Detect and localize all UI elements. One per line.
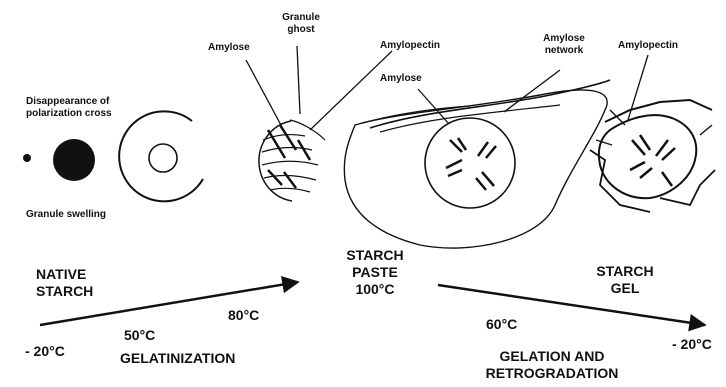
gel-network-outline [599, 115, 696, 198]
granule-swelling-sequence [23, 111, 203, 201]
native-line2: STARCH [36, 283, 93, 300]
swelling-granule-solid [53, 139, 95, 181]
paste-line2: PASTE [335, 264, 415, 281]
amylose-strand-long [370, 80, 610, 128]
temp-80c: 80°C [228, 307, 259, 324]
amylose-network-label: Amylose network [534, 33, 594, 57]
granule-ghost-line2: ghost [276, 24, 326, 36]
paste-granule-circle [425, 118, 515, 208]
temp-60c: 60°C [486, 316, 517, 333]
starch-gel-label: STARCH GEL [580, 263, 670, 297]
granule-ghost-label: Granule ghost [276, 12, 326, 36]
starch-gel-network [590, 100, 715, 212]
amylopectin-right-label: Amylopectin [618, 40, 678, 52]
gelatinization-label: GELATINIZATION [120, 350, 235, 367]
temp-minus20-right: - 20°C [672, 336, 712, 353]
native-starch-label: NATIVE STARCH [36, 266, 93, 300]
polarization-line2: polarization cross [26, 108, 112, 120]
starch-paste-label: STARCH PASTE 100°C [335, 247, 415, 298]
granule-swelling-label: Granule swelling [26, 209, 106, 221]
polarization-line1: Disappearance of [26, 96, 112, 108]
temp-50c: 50°C [124, 327, 155, 344]
granule-ghost [259, 120, 325, 201]
amylose-network-line1: Amylose [534, 33, 594, 45]
paste-line1: STARCH [335, 247, 415, 264]
gel-line1: STARCH [580, 263, 670, 280]
inner-granule-ring [149, 144, 177, 172]
leader-lines [246, 46, 648, 130]
temp-minus20-left: - 20°C [25, 343, 65, 360]
gelation-retrogradation-label: GELATION AND RETROGRADATION [462, 348, 642, 382]
gel-line2: GEL [580, 280, 670, 297]
granule-ghost-line1: Granule [276, 12, 326, 24]
amylose-mid-label: Amylose [380, 73, 422, 85]
paste-outline [344, 90, 607, 248]
polarization-label: Disappearance of polarization cross [26, 96, 112, 120]
amylose-network-line2: network [534, 45, 594, 57]
paste-temp: 100°C [335, 281, 415, 298]
starch-paste-granule [344, 80, 610, 248]
small-granule-dot [23, 154, 31, 162]
amylopectin-mid-label: Amylopectin [380, 40, 440, 52]
amylose-left-label: Amylose [208, 42, 250, 54]
native-line1: NATIVE [36, 266, 93, 283]
outer-granule-arc [119, 111, 203, 201]
gelation-line2: RETROGRADATION [462, 365, 642, 382]
gelation-line1: GELATION AND [462, 348, 642, 365]
